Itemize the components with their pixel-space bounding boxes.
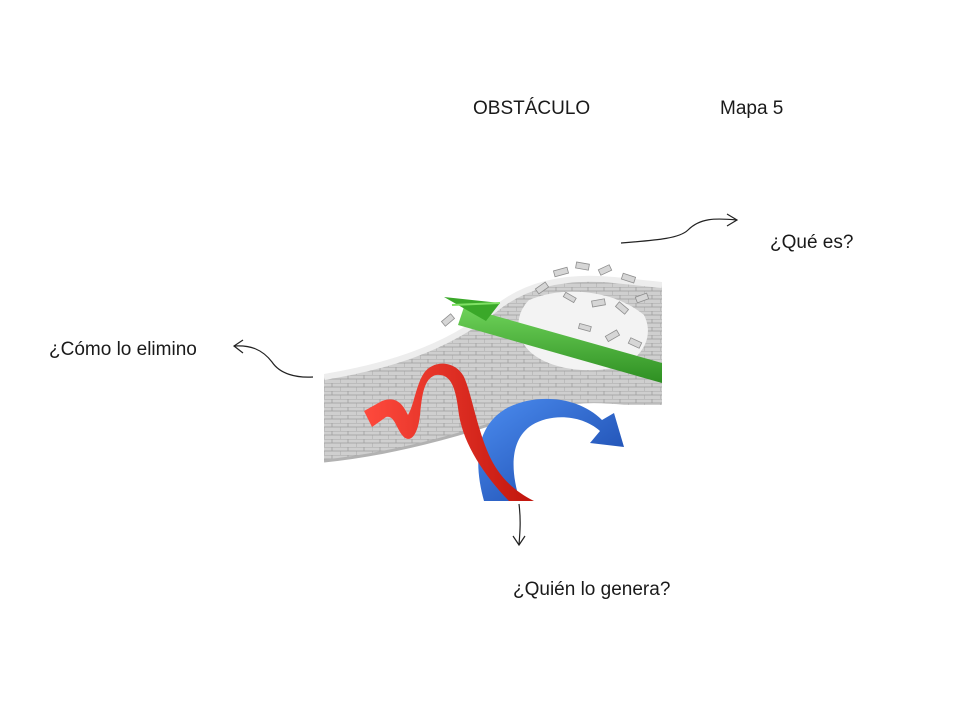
arrow-to-who (518, 503, 521, 546)
arrowhead-what (726, 213, 739, 227)
arrowhead-who (512, 535, 526, 547)
arrow-to-what (620, 218, 738, 244)
arrow-to-how (233, 345, 314, 378)
green-arrow (444, 297, 662, 383)
map-label: Mapa 5 (720, 98, 784, 119)
question-who-generates: ¿Quién lo genera? (513, 579, 671, 600)
red-zigzag-arrow (364, 363, 534, 501)
arrowhead-how (232, 339, 244, 354)
question-how-to-eliminate: ¿Cómo lo elimino (49, 339, 197, 360)
question-what-is-it: ¿Qué es? (770, 232, 854, 253)
slide-title: OBSTÁCULO (473, 98, 591, 119)
blue-uturn-arrow (478, 398, 624, 501)
wall-breakthrough-illustration (324, 261, 662, 501)
